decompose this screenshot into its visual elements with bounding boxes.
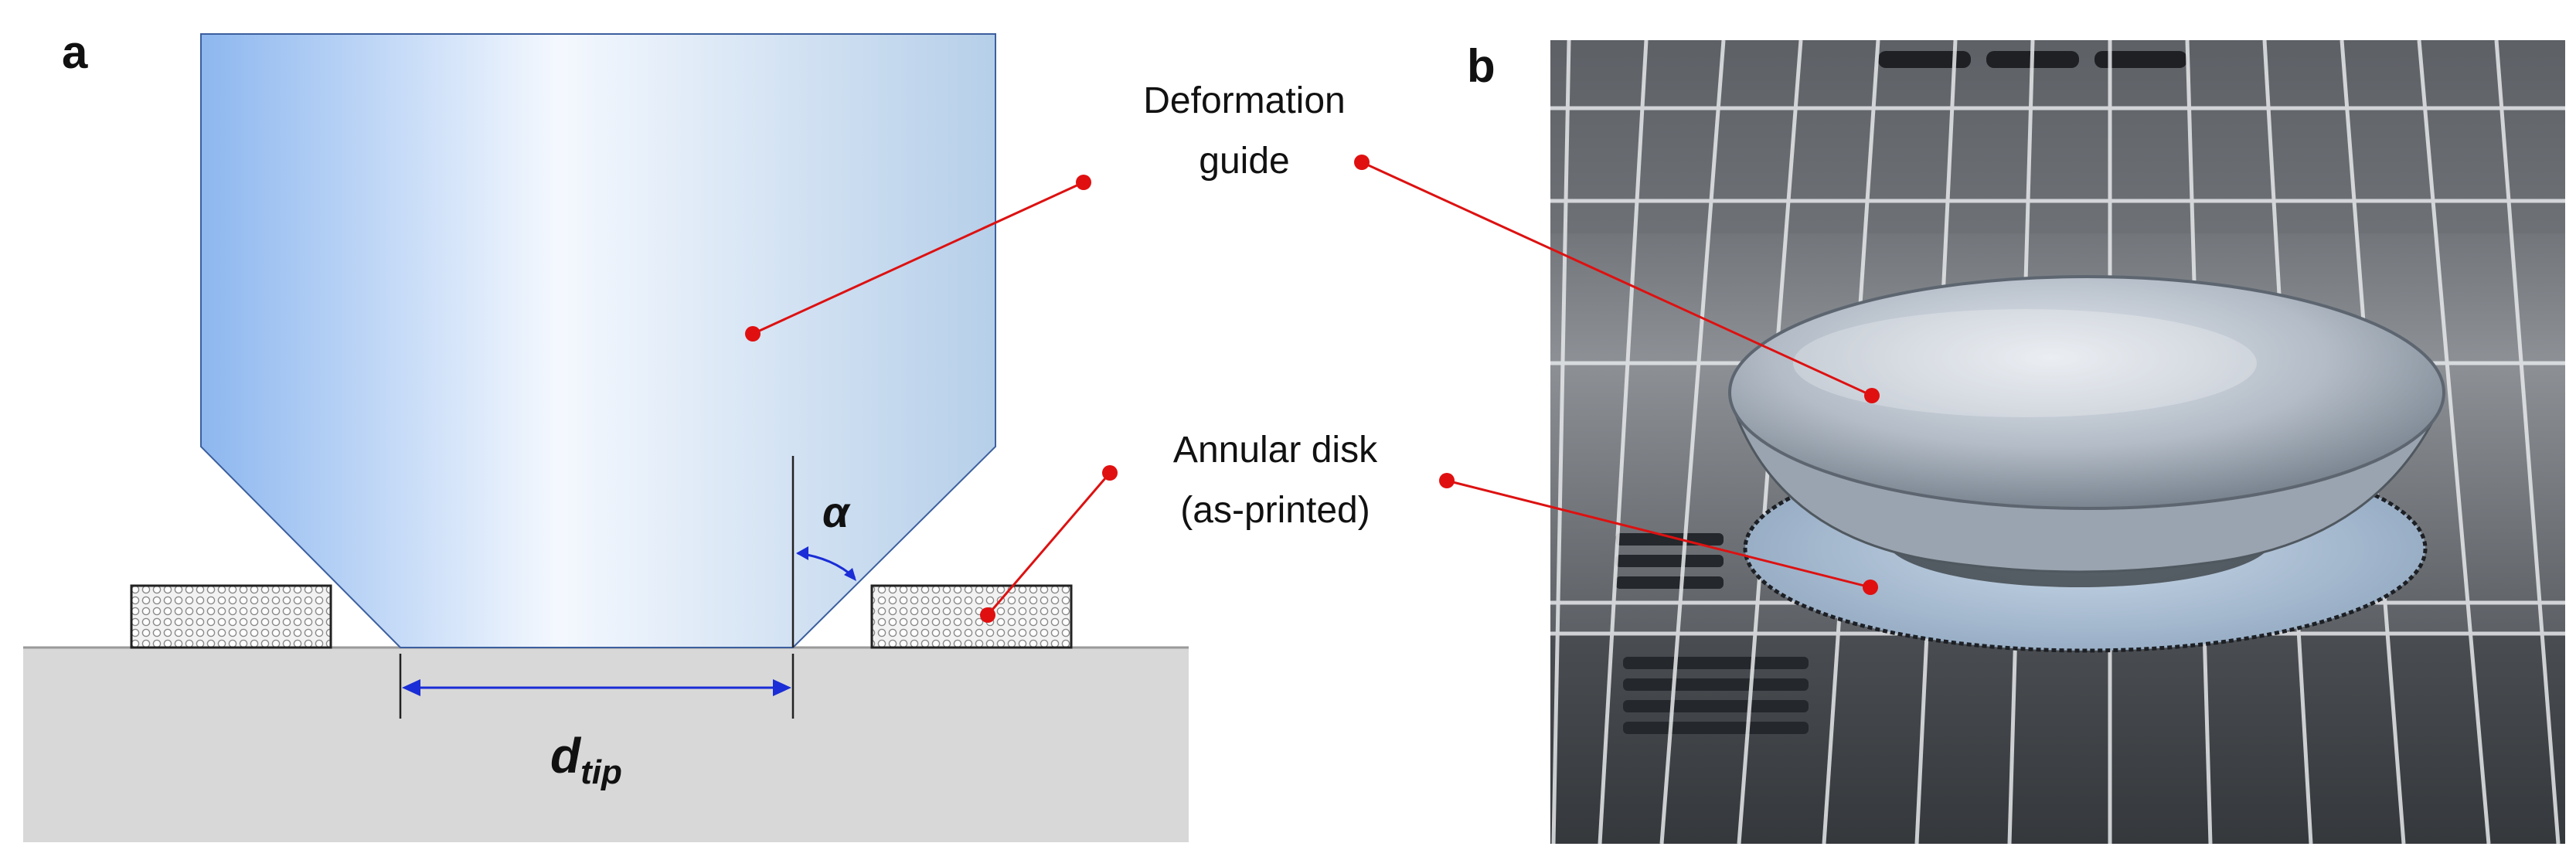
leader-dot-deformation-guide-a-inner [745, 326, 761, 342]
leader-line-annular-disk-a [986, 472, 1111, 616]
alpha-arc-arrowhead-left [796, 546, 808, 560]
callout-annular-disk-line1: Annular disk [1173, 430, 1378, 471]
callout-annular-disk-line2: (as-printed) [1180, 490, 1370, 531]
top-vent [1878, 51, 2187, 68]
d-tip-label: dtip [550, 728, 622, 791]
dim-arrowhead-right [773, 679, 791, 696]
deformed-bowl-rim [1728, 275, 2445, 510]
leader-dot-deformation-guide-b-outer [1354, 155, 1370, 170]
panel-b-label: b [1467, 40, 1496, 92]
annular-disk-section-right [870, 584, 1073, 649]
panel-a-schematic: a α dtip Deformation guide [23, 26, 1378, 842]
leader-dot-annular-disk-b-inner [1863, 580, 1878, 595]
callout-deformation-guide-line1: Deformation [1143, 80, 1345, 121]
d-tip-subscript: tip [580, 753, 622, 791]
oven-back-panel [1550, 40, 2565, 233]
d-tip-main: d [550, 728, 582, 784]
leader-dot-annular-disk-a-inner [980, 607, 995, 623]
leader-dot-deformation-guide-b-inner [1864, 388, 1880, 403]
leader-line-annular-disk-b [1446, 479, 1871, 589]
leader-line-deformation-guide-a [752, 181, 1084, 335]
callout-deformation-guide-line2: guide [1199, 141, 1289, 182]
substrate [23, 648, 1189, 842]
leader-dot-annular-disk-a-outer [1102, 465, 1118, 481]
dim-arrowhead-left [402, 679, 420, 696]
leader-dot-deformation-guide-a-outer [1076, 175, 1091, 190]
leader-line-deformation-guide-b [1361, 161, 1873, 397]
panel-a-label: a [62, 26, 88, 78]
annular-disk-section-left [130, 584, 332, 649]
deformation-guide-shape [200, 33, 996, 648]
deformed-bowl-highlight [1793, 309, 2257, 417]
leader-dot-annular-disk-b-outer [1439, 473, 1455, 488]
alpha-symbol: α [822, 488, 851, 536]
alpha-arc-arrowhead-right [844, 568, 856, 581]
panel-b-photo: b [1354, 39, 2565, 845]
